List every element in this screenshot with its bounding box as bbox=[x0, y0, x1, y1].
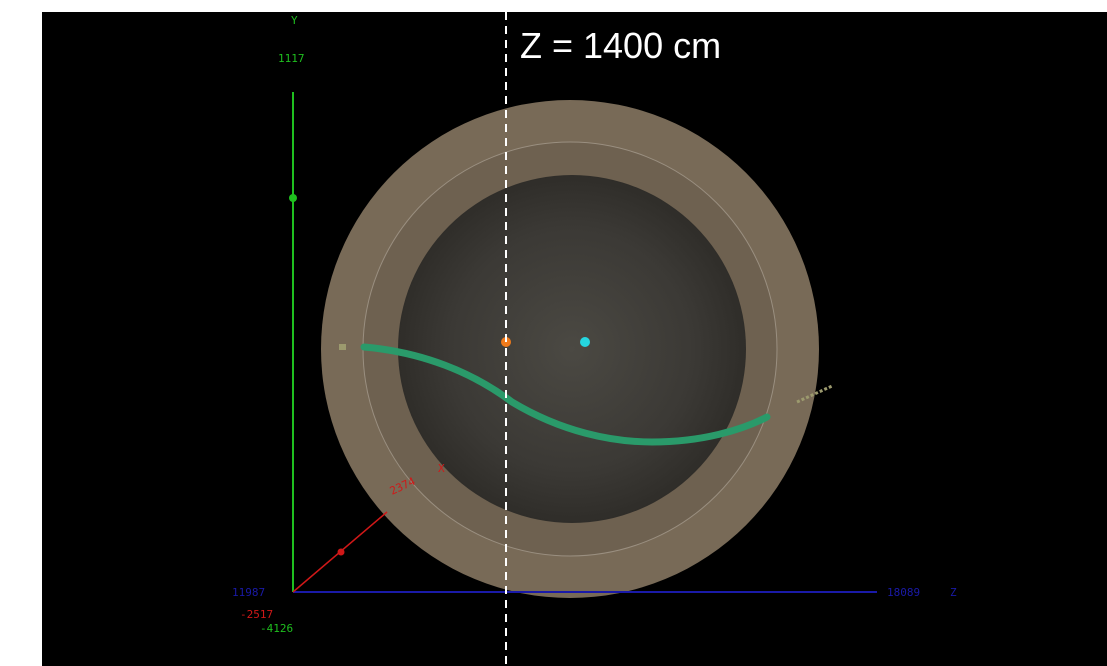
x-axis-name: X bbox=[438, 462, 445, 475]
y-axis-marker bbox=[289, 194, 297, 202]
track-end-hits bbox=[796, 384, 833, 404]
scene-canvas[interactable]: Y 1117 11987 18089 Z 2374 X -2517 -4126 … bbox=[42, 12, 1107, 666]
z-axis-left-value: 11987 bbox=[232, 586, 265, 599]
3d-viewport[interactable]: Y 1117 11987 18089 Z 2374 X -2517 -4126 … bbox=[42, 12, 1107, 666]
z-axis-right-value: 18089 bbox=[887, 586, 920, 599]
track-start-hit bbox=[339, 344, 346, 350]
y-axis-name: Y bbox=[291, 14, 298, 27]
particle-track[interactable] bbox=[360, 343, 771, 446]
x-axis-marker bbox=[337, 548, 345, 556]
y-axis-top-value: 1117 bbox=[278, 52, 305, 65]
origin-y-value: -4126 bbox=[260, 622, 293, 635]
cyan-marker[interactable] bbox=[580, 337, 590, 347]
detector-inner-disk bbox=[398, 175, 746, 523]
origin-x-value: -2517 bbox=[240, 608, 273, 621]
z-axis-name: Z bbox=[950, 586, 957, 599]
z-position-label: Z = 1400 cm bbox=[520, 25, 721, 66]
